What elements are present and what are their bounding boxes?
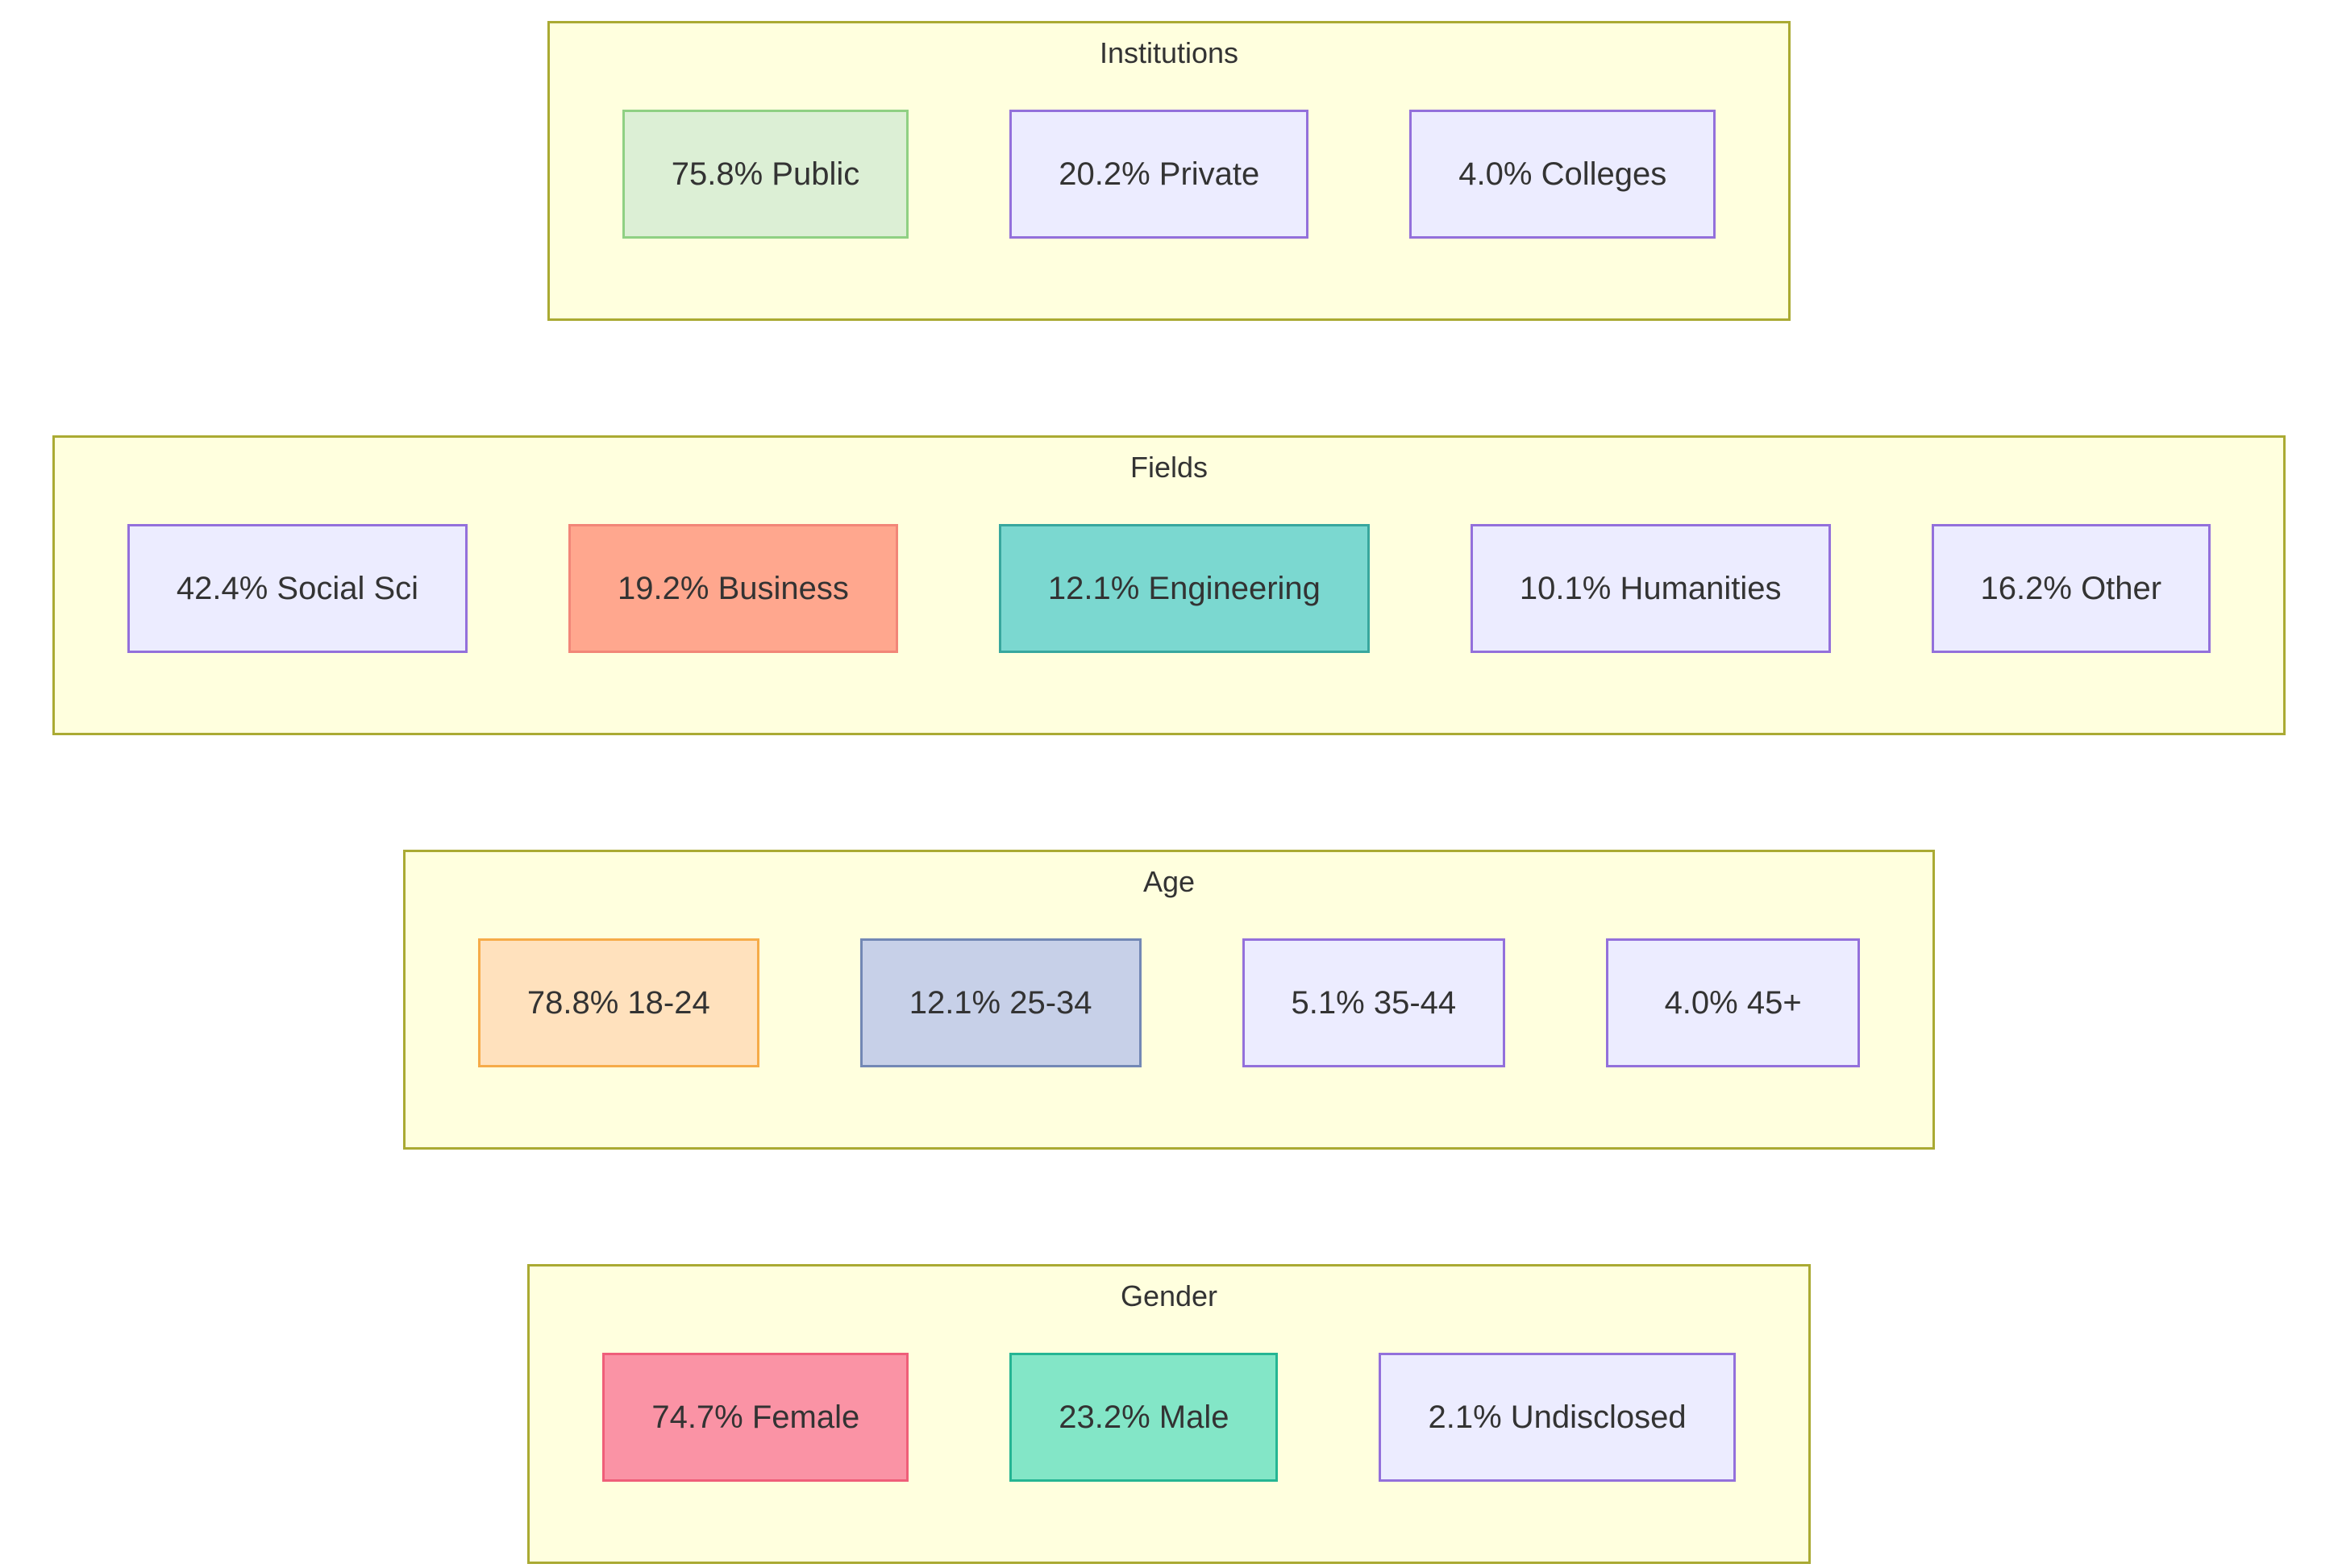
node-female: 74.7% Female	[602, 1353, 909, 1482]
node-45+: 4.0% 45+	[1606, 938, 1861, 1067]
node-public: 75.8% Public	[622, 110, 909, 239]
subgraph-nodes: 74.7% Female 23.2% Male 2.1% Undisclosed	[602, 1353, 1736, 1482]
subgraph-nodes: 75.8% Public 20.2% Private 4.0% Colleges	[622, 110, 1716, 239]
stat-node-label: 20.2% Private	[1059, 156, 1260, 192]
subgraph-title: Fields	[1129, 451, 1209, 484]
stat-node-label: 23.2% Male	[1059, 1400, 1229, 1435]
subgraph-gender: Gender 74.7% Female 23.2% Male 2.1% Undi…	[527, 1264, 1811, 1564]
stat-node-label: 75.8% Public	[671, 156, 860, 192]
node-colleges: 4.0% Colleges	[1409, 110, 1716, 239]
stat-node-label: 19.2% Business	[618, 571, 849, 606]
node-other: 16.2% Other	[1931, 524, 2211, 653]
subgraph-nodes: 78.8% 18-24 12.1% 25-34 5.1% 35-44 4.0% …	[477, 938, 1861, 1067]
node-male: 23.2% Male	[1009, 1353, 1279, 1482]
stat-node-label: 12.1% 25-34	[909, 985, 1092, 1021]
stat-node-label: 16.2% Other	[1980, 571, 2162, 606]
node-25-34: 12.1% 25-34	[859, 938, 1142, 1067]
node-private: 20.2% Private	[1009, 110, 1309, 239]
stat-node-label: 5.1% 35-44	[1291, 985, 1457, 1021]
stat-node-label: 10.1% Humanities	[1519, 571, 1782, 606]
stat-node-label: 78.8% 18-24	[526, 985, 710, 1021]
stat-node-label: 4.0% Colleges	[1458, 156, 1667, 192]
subgraph-title: Age	[1142, 865, 1196, 898]
subgraph-age: Age 78.8% 18-24 12.1% 25-34 5.1% 35-44 4…	[402, 850, 1936, 1150]
subgraph-institutions: Institutions 75.8% Public 20.2% Private …	[547, 21, 1791, 321]
node-18-24: 78.8% 18-24	[477, 938, 759, 1067]
node-undisclosed: 2.1% Undisclosed	[1379, 1353, 1736, 1482]
stat-node-label: 2.1% Undisclosed	[1428, 1400, 1687, 1435]
subgraph-fields: Fields 42.4% Social Sci 19.2% Business 1…	[52, 435, 2286, 735]
node-engineering: 12.1% Engineering	[998, 524, 1370, 653]
node-35-44: 5.1% 35-44	[1242, 938, 1506, 1067]
stat-node-label: 74.7% Female	[651, 1400, 860, 1435]
subgraph-title: Gender	[1120, 1279, 1218, 1312]
stat-node-label: 12.1% Engineering	[1047, 571, 1321, 606]
stat-node-label: 42.4% Social Sci	[176, 571, 419, 606]
node-social-sci: 42.4% Social Sci	[127, 524, 468, 653]
subgraph-nodes: 42.4% Social Sci 19.2% Business 12.1% En…	[127, 524, 2211, 653]
subgraph-title: Institutions	[1099, 36, 1239, 69]
node-humanities: 10.1% Humanities	[1470, 524, 1831, 653]
stat-node-label: 4.0% 45+	[1664, 985, 1802, 1021]
node-business: 19.2% Business	[568, 524, 898, 653]
